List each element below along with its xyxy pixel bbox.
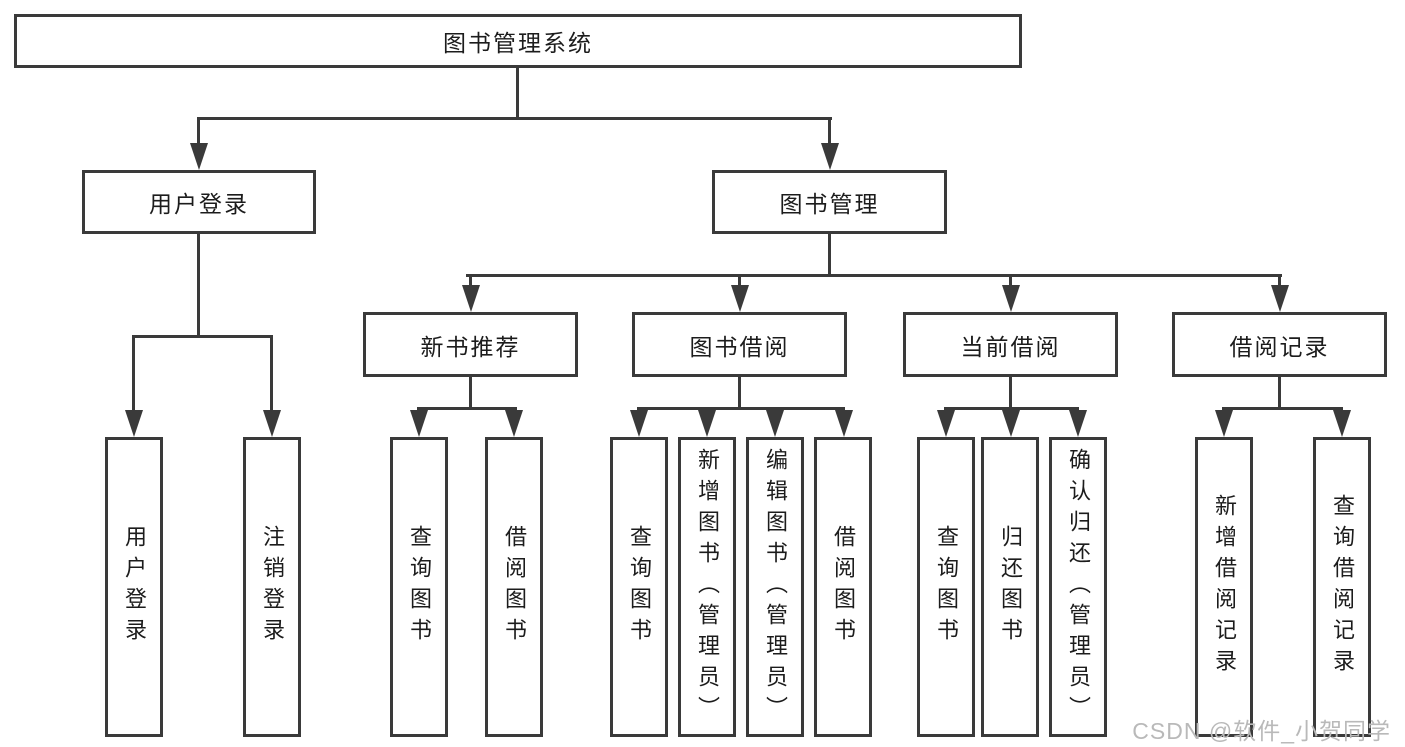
connector-group1-rail	[417, 407, 517, 410]
arrowhead-group-1	[462, 285, 480, 312]
arrowhead-g1c1	[410, 410, 428, 437]
group-node-book-borrowing: 图书借阅	[632, 312, 847, 377]
branch-node-user-login: 用户登录	[82, 170, 316, 234]
leaf-node-query-books-2: 查询图书	[610, 437, 668, 737]
arrowhead-login-child-1	[125, 410, 143, 437]
connector-root-stem	[516, 68, 519, 120]
leaf-node-borrow-books-2: 借阅图书	[814, 437, 872, 737]
connector-drop-group-2	[738, 274, 741, 294]
arrowhead-g3c1	[937, 410, 955, 437]
leaf-node-edit-book-admin: 编辑图书（管理员）	[746, 437, 804, 737]
arrowhead-g4c1	[1215, 410, 1233, 437]
csdn-watermark: CSDN @软件_小贺同学	[1132, 718, 1391, 744]
arrowhead-g2c1	[630, 410, 648, 437]
connector-drop-login-child-2	[270, 335, 273, 417]
arrowhead-management	[821, 143, 839, 170]
arrowhead-group-2	[731, 285, 749, 312]
leaf-node-borrow-books-1: 借阅图书	[485, 437, 543, 737]
group-node-borrow-records: 借阅记录	[1172, 312, 1387, 377]
arrowhead-g4c2	[1333, 410, 1351, 437]
arrowhead-login-child-2	[263, 410, 281, 437]
leaf-node-query-borrow-record: 查询借阅记录	[1313, 437, 1371, 737]
leaf-node-query-books-3: 查询图书	[917, 437, 975, 737]
arrowhead-group-3	[1002, 285, 1020, 312]
arrowhead-g2c4	[835, 410, 853, 437]
connector-login-stem	[197, 234, 200, 338]
branch-node-book-management: 图书管理	[712, 170, 947, 234]
leaf-node-add-borrow-record: 新增借阅记录	[1195, 437, 1253, 737]
arrowhead-login	[190, 143, 208, 170]
arrowhead-g3c2	[1002, 410, 1020, 437]
connector-group2-rail	[637, 407, 845, 410]
connector-drop-login-child-1	[132, 335, 135, 417]
connector-drop-management	[828, 117, 831, 151]
connector-drop-group-4	[1278, 274, 1281, 294]
connector-management-stem	[828, 234, 831, 277]
leaf-node-query-books-1: 查询图书	[390, 437, 448, 737]
connector-group2-stem	[738, 377, 741, 410]
connector-group1-stem	[469, 377, 472, 410]
connector-login-rail	[132, 335, 273, 338]
connector-group4-stem	[1278, 377, 1281, 410]
leaf-node-user-login: 用户登录	[105, 437, 163, 737]
leaf-node-confirm-return-admin: 确认归还（管理员）	[1049, 437, 1107, 737]
node-root: 图书管理系统	[14, 14, 1022, 68]
connector-group4-rail	[1222, 407, 1343, 410]
leaf-node-add-book-admin: 新增图书（管理员）	[678, 437, 736, 737]
group-node-new-book-recommend: 新书推荐	[363, 312, 578, 377]
connector-drop-login	[197, 117, 200, 151]
leaf-node-return-book: 归还图书	[981, 437, 1039, 737]
arrowhead-g2c2	[698, 410, 716, 437]
arrowhead-g2c3	[766, 410, 784, 437]
arrowhead-g3c3	[1069, 410, 1087, 437]
connector-drop-group-1	[469, 274, 472, 294]
connector-level2-rail	[466, 274, 1282, 277]
connector-group3-stem	[1009, 377, 1012, 410]
connector-drop-group-3	[1009, 274, 1012, 294]
group-node-current-borrowing: 当前借阅	[903, 312, 1118, 377]
arrowhead-group-4	[1271, 285, 1289, 312]
leaf-node-logout: 注销登录	[243, 437, 301, 737]
arrowhead-g1c2	[505, 410, 523, 437]
connector-level1-rail	[197, 117, 832, 120]
